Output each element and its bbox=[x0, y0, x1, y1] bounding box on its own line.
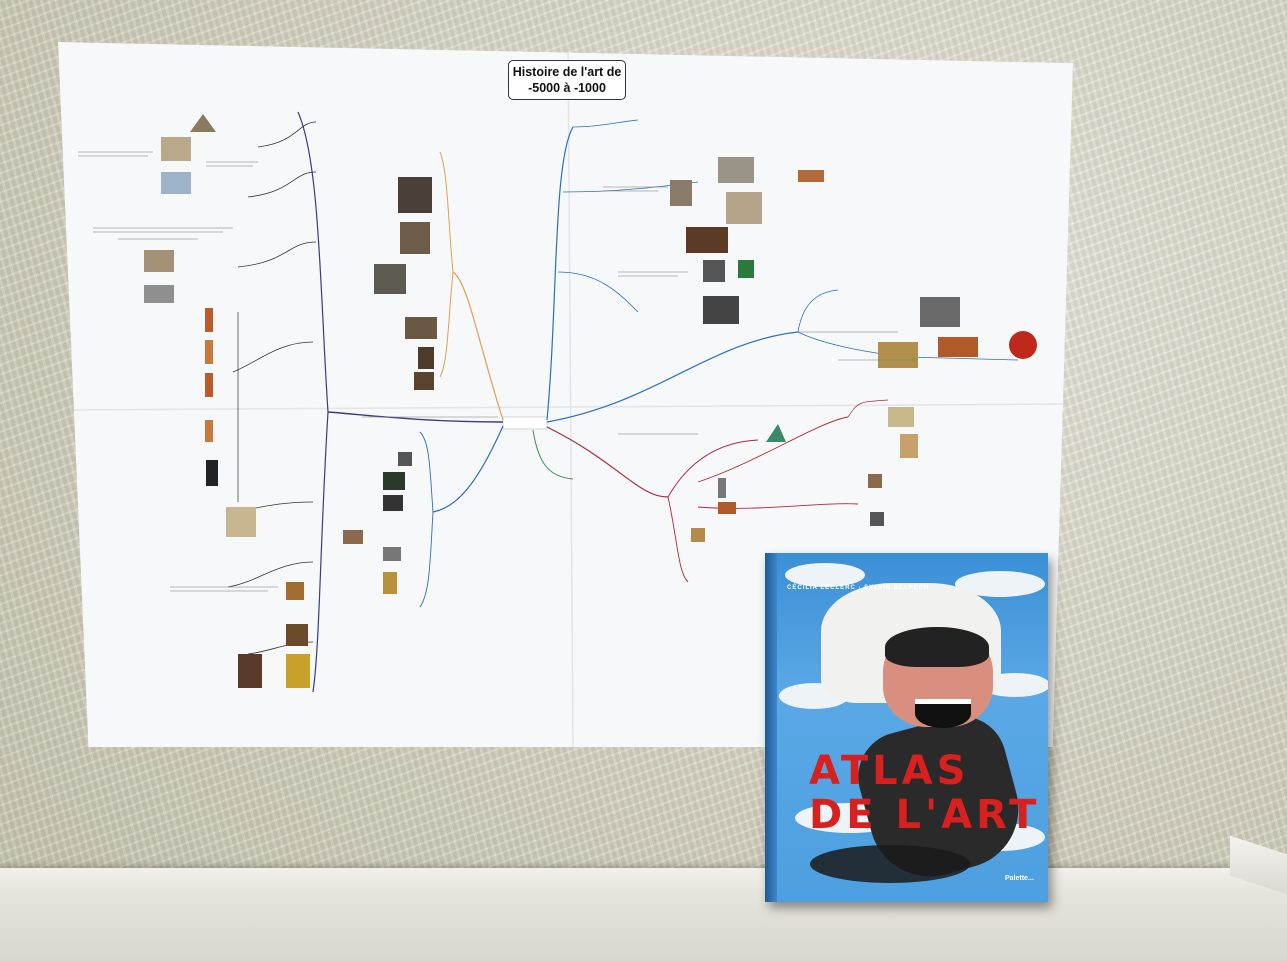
book-authors: CÉCILIA LECLERC · SYLVIE DELPECH bbox=[787, 585, 930, 591]
mind-map-branches bbox=[58, 42, 1073, 747]
shelf bbox=[0, 868, 1287, 961]
atlas-book: CÉCILIA LECLERC · SYLVIE DELPECH ATLAS D… bbox=[765, 553, 1048, 902]
central-node bbox=[502, 416, 548, 430]
book-title-line1: ATLAS bbox=[809, 748, 970, 794]
book-publisher: Palette... bbox=[1005, 875, 1034, 882]
poster-title-line2: -5000 à -1000 bbox=[528, 81, 606, 95]
sculpture-hair bbox=[885, 627, 989, 667]
mind-map-node-text bbox=[78, 151, 918, 592]
book-title-line2: DE L'ART bbox=[809, 792, 1041, 838]
book-spine bbox=[765, 553, 777, 902]
book-title: ATLAS DE L'ART bbox=[809, 749, 1040, 837]
cloud bbox=[785, 563, 865, 587]
poster-title-line1: Histoire de l'art de bbox=[512, 65, 622, 79]
sculpture-mouth bbox=[915, 699, 971, 728]
sculpture-shadow bbox=[810, 845, 970, 883]
mind-map-thumbnails bbox=[144, 114, 1037, 688]
poster-title: Histoire de l'art de -5000 à -1000 bbox=[508, 60, 626, 100]
